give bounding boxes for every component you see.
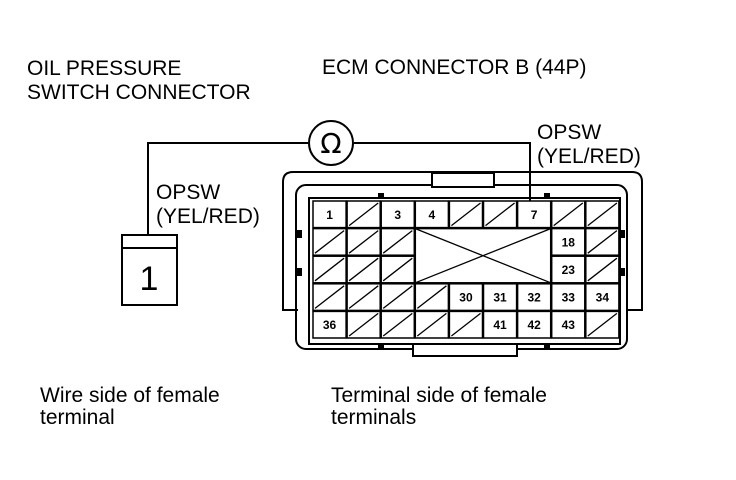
ecm-pin-cell: 31 bbox=[482, 283, 518, 312]
wire-right bbox=[354, 142, 531, 214]
ecm-pin-label: 32 bbox=[527, 291, 541, 305]
ohmmeter-icon bbox=[308, 120, 354, 166]
ecm-pin-cell: 41 bbox=[482, 310, 518, 339]
ecm-pin-label: 36 bbox=[323, 318, 337, 332]
ecm-pin-cell bbox=[585, 227, 620, 256]
wire-left bbox=[147, 142, 308, 235]
ecm-pin-cell bbox=[380, 227, 416, 256]
ecm-connector-label: ECM CONNECTOR B (44P) bbox=[322, 56, 587, 79]
ecm-pin-label: 1 bbox=[326, 208, 333, 222]
switch-pin-label: 1 bbox=[140, 260, 159, 298]
ecm-connector-notches bbox=[297, 193, 625, 349]
ecm-pin-cell bbox=[312, 227, 347, 256]
ecm-pin-cell bbox=[414, 310, 450, 339]
caption-right: Terminal side of female terminals bbox=[331, 384, 547, 429]
ecm-pin-cell: 42 bbox=[516, 310, 552, 339]
opsw-right-name: OPSW bbox=[537, 121, 602, 144]
ecm-pin-cell: 30 bbox=[448, 283, 484, 312]
ecm-pin-cell: 7 bbox=[516, 200, 552, 229]
ecm-pin-cell bbox=[585, 200, 620, 229]
ecm-pin-cell bbox=[448, 310, 484, 339]
ecm-pin-label: 30 bbox=[459, 291, 473, 305]
ecm-pin-label: 7 bbox=[531, 208, 538, 222]
ecm-pin-cell bbox=[346, 255, 381, 284]
ecm-pin-cell bbox=[346, 227, 381, 256]
ecm-pin-cell: 18 bbox=[550, 227, 586, 256]
ecm-pin-cell: 33 bbox=[550, 283, 586, 312]
opsw-left-color: (YEL/RED) bbox=[156, 205, 260, 228]
ecm-pin-cell bbox=[585, 310, 620, 339]
ecm-connector-housing bbox=[282, 171, 643, 357]
ecm-pin-cell bbox=[312, 283, 347, 312]
ecm-pin-label: 33 bbox=[562, 291, 576, 305]
ecm-pin-cell bbox=[448, 200, 484, 229]
oil-switch-label: OIL PRESSURE SWITCH CONNECTOR bbox=[27, 57, 251, 104]
ecm-pin-label: 4 bbox=[429, 208, 436, 222]
ecm-pin-cell: 1 bbox=[312, 200, 347, 229]
opsw-left-name: OPSW bbox=[156, 181, 221, 204]
ecm-pin-label: 34 bbox=[596, 291, 610, 305]
ecm-pin-cell: 36 bbox=[312, 310, 347, 339]
ecm-pin-cell bbox=[550, 200, 586, 229]
ecm-pin-cell bbox=[380, 310, 416, 339]
ecm-pin-cell bbox=[346, 283, 381, 312]
ohm-symbol: Ω bbox=[320, 127, 341, 160]
opsw-right-color: (YEL/RED) bbox=[537, 145, 641, 168]
ecm-pin-label: 42 bbox=[527, 318, 541, 332]
ecm-pin-cell: 4 bbox=[414, 200, 450, 229]
ecm-pin-cell bbox=[312, 255, 347, 284]
ecm-crossed-area bbox=[414, 227, 552, 284]
ecm-pin-label: 18 bbox=[562, 235, 576, 249]
ecm-pin-label: 43 bbox=[562, 318, 576, 332]
ecm-pin-cell bbox=[346, 310, 381, 339]
ecm-pin-label: 31 bbox=[493, 291, 507, 305]
ecm-pin-cell bbox=[482, 200, 518, 229]
oil-switch-connector: 1 bbox=[121, 234, 178, 306]
ecm-pin-cell bbox=[380, 255, 416, 284]
ecm-pin-label: 41 bbox=[493, 318, 507, 332]
ecm-pin-cell bbox=[414, 283, 450, 312]
ecm-pin-label: 3 bbox=[394, 208, 401, 222]
ecm-pin-cell bbox=[585, 255, 620, 284]
ecm-pin-cell: 32 bbox=[516, 283, 552, 312]
ecm-pin-cell: 43 bbox=[550, 310, 586, 339]
ecm-pin-cell: 3 bbox=[380, 200, 416, 229]
ecm-pin-label: 23 bbox=[562, 263, 576, 277]
ecm-pin-cell bbox=[346, 200, 381, 229]
ecm-pin-cell: 34 bbox=[585, 283, 620, 312]
ecm-pin-cell bbox=[380, 283, 416, 312]
caption-left: Wire side of female terminal bbox=[40, 384, 220, 429]
ecm-pin-cell: 23 bbox=[550, 255, 586, 284]
